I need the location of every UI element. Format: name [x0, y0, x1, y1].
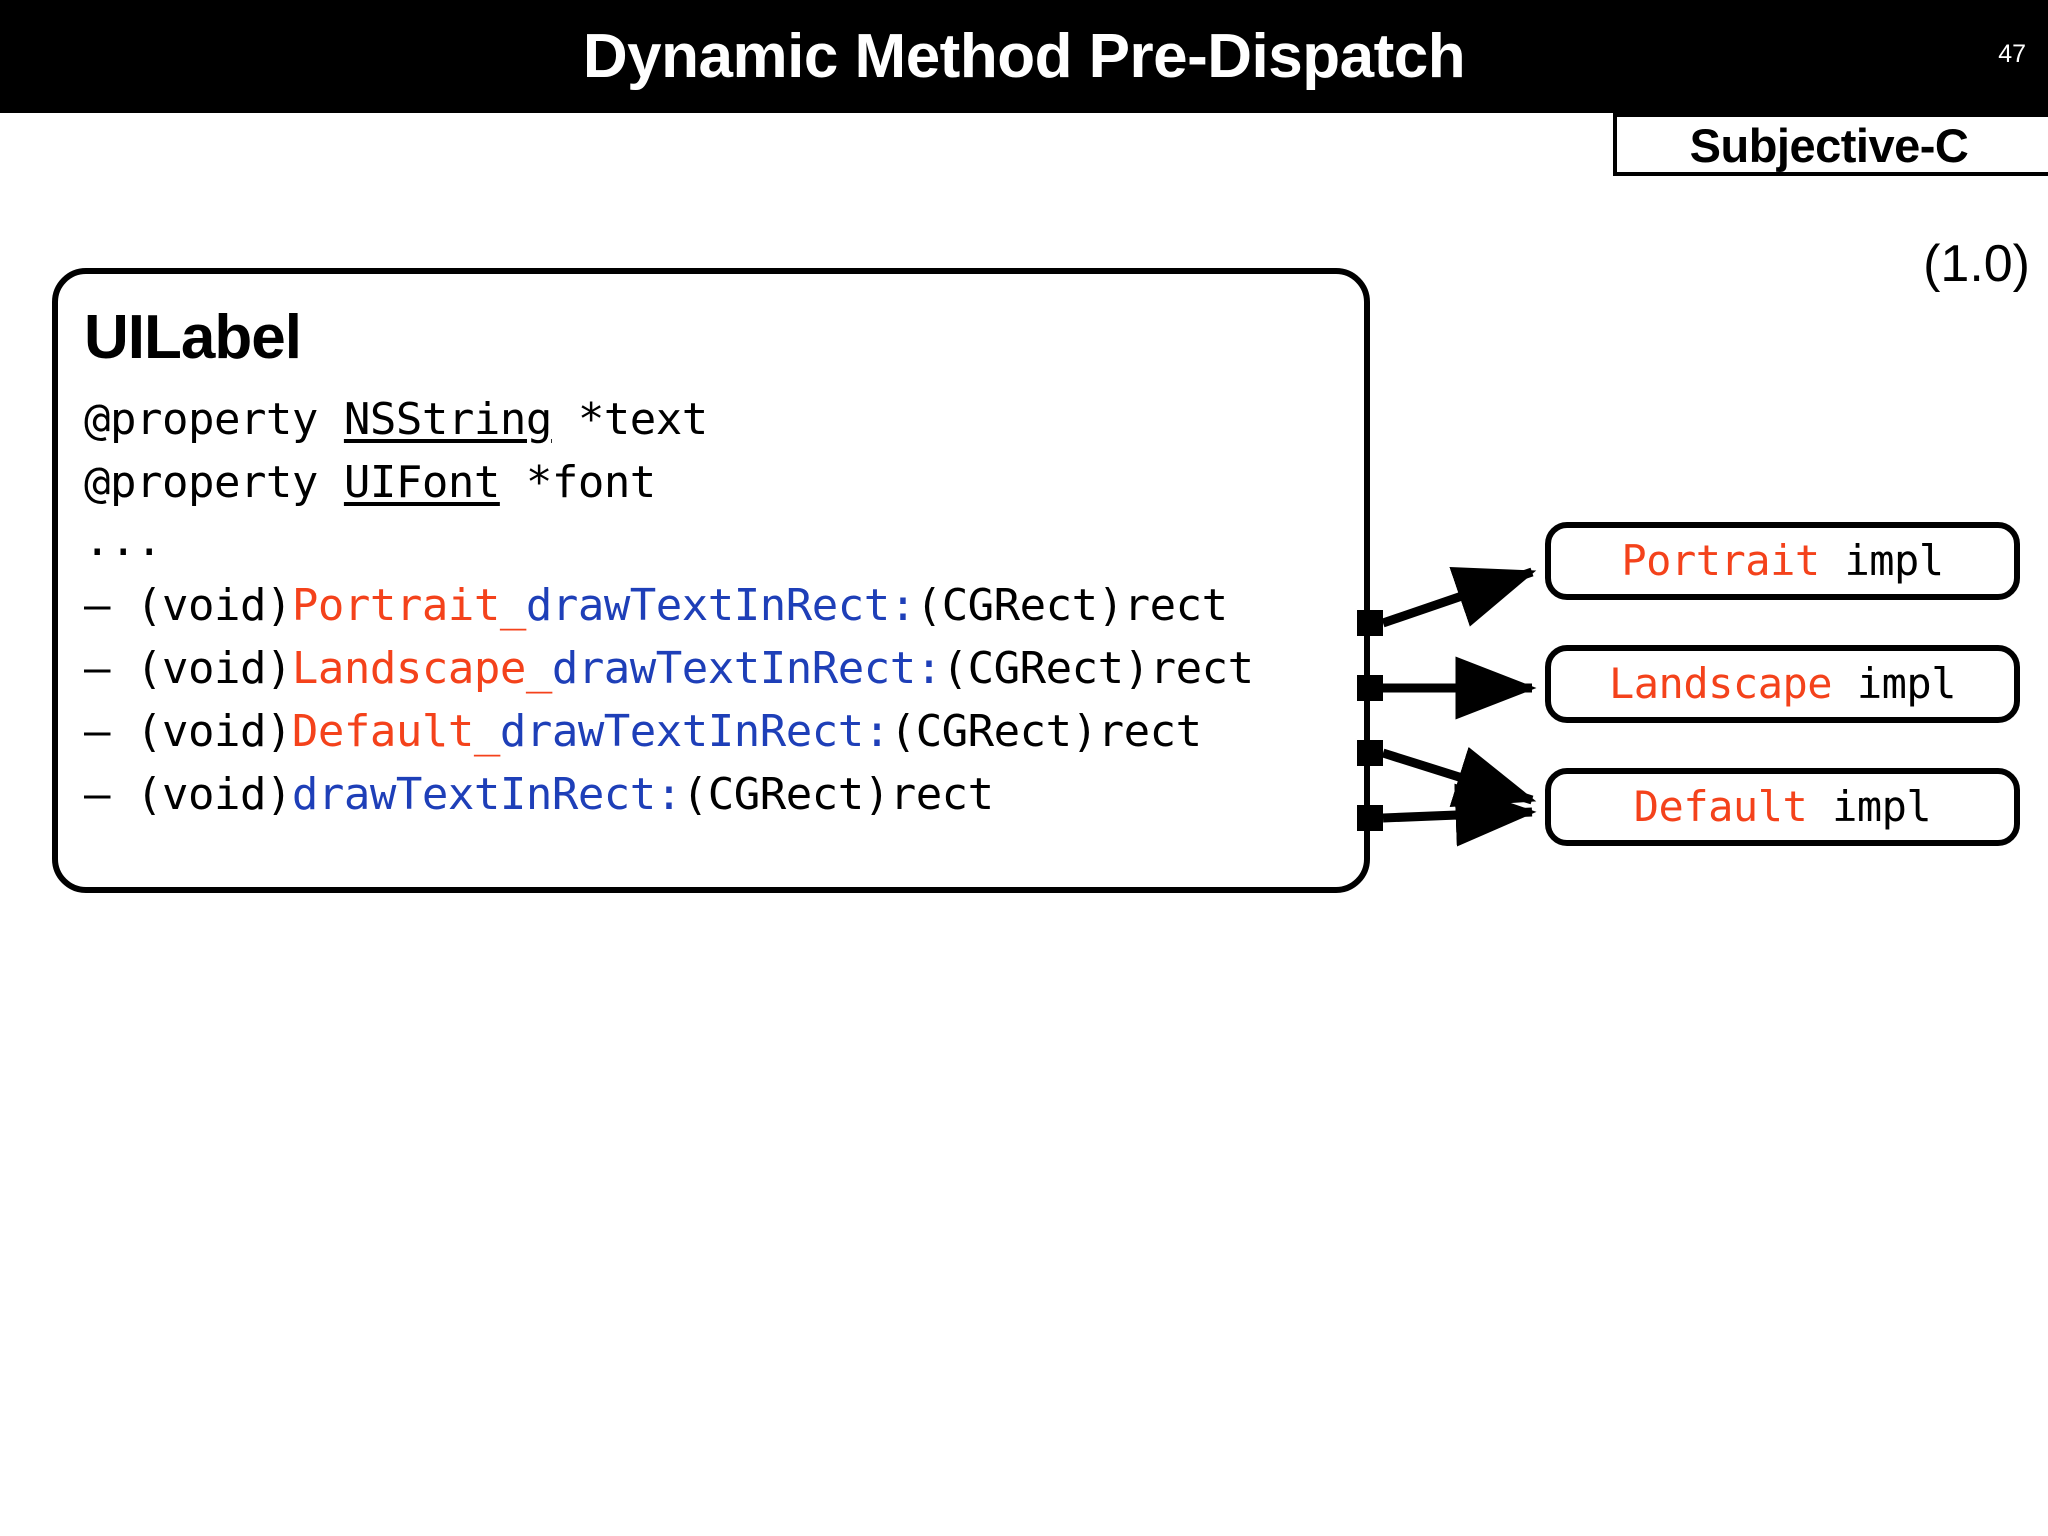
method-selector: drawTextInRect: [291, 769, 682, 820]
impl-box-default: Default impl [1545, 768, 2020, 846]
property-rest: *font [499, 457, 656, 508]
impl-box-portrait: Portrait impl [1545, 522, 2020, 600]
brand-version-label: (1.0) [1923, 235, 2030, 293]
page-number: 47 [1998, 40, 2026, 68]
method-line: – (void)Default_drawTextInRect:(CGRect)r… [84, 706, 1202, 757]
method-args: (CGRect)rect [941, 643, 1254, 694]
connection-point-base [1357, 805, 1383, 831]
page-title: Dynamic Method Pre-Dispatch [582, 22, 1466, 91]
title-bar: Dynamic Method Pre-Dispatch 47 [0, 0, 2048, 113]
method-prefix: Landscape_ [291, 643, 552, 694]
arrow-to-portrait [1381, 566, 1537, 628]
method-line: – (void)drawTextInRect:(CGRect)rect [84, 769, 994, 820]
connection-point-landscape [1357, 675, 1383, 701]
property-line: @property NSString *text [84, 394, 708, 445]
property-type-link[interactable]: NSString [343, 394, 552, 445]
method-lead: – (void) [84, 706, 292, 757]
brand-badge: Subjective-C [1613, 113, 2048, 176]
method-line: – (void)Portrait_drawTextInRect:(CGRect)… [84, 580, 1228, 631]
method-lead: – (void) [84, 643, 292, 694]
impl-name-label: Landscape [1608, 659, 1833, 708]
method-args: (CGRect)rect [681, 769, 994, 820]
arrow-to-default-from-base-method [1382, 783, 1537, 847]
class-name-label: UILabel [84, 303, 302, 372]
method-lead: – (void) [84, 769, 292, 820]
method-selector: drawTextInRect: [525, 580, 916, 631]
class-card-uilabel: UILabel @property NSString *text @proper… [52, 268, 1370, 893]
connection-point-default [1357, 740, 1383, 766]
method-prefix: Portrait_ [291, 580, 526, 631]
method-line: – (void)Landscape_drawTextInRect:(CGRect… [84, 643, 1254, 694]
impl-name-label: Portrait [1621, 536, 1820, 585]
property-type-link[interactable]: UIFont [343, 457, 500, 508]
method-args: (CGRect)rect [889, 706, 1202, 757]
property-line: @property UIFont *font [84, 457, 656, 508]
method-args: (CGRect)rect [915, 580, 1228, 631]
property-rest: *text [551, 394, 708, 445]
arrow-to-default-from-default-method [1381, 746, 1537, 808]
property-keyword: @property [84, 457, 344, 508]
impl-suffix-label: impl [1807, 782, 1932, 831]
method-selector: drawTextInRect: [499, 706, 890, 757]
ellipsis-line: ... [84, 515, 162, 566]
impl-suffix-label: impl [1832, 659, 1957, 708]
connection-point-portrait [1357, 610, 1383, 636]
impl-name-label: Default [1633, 782, 1808, 831]
method-selector: drawTextInRect: [551, 643, 942, 694]
method-lead: – (void) [84, 580, 292, 631]
impl-suffix-label: impl [1819, 536, 1944, 585]
impl-box-landscape: Landscape impl [1545, 645, 2020, 723]
method-prefix: Default_ [291, 706, 500, 757]
brand-badge-label: Subjective-C [1689, 119, 1969, 172]
property-keyword: @property [84, 394, 344, 445]
